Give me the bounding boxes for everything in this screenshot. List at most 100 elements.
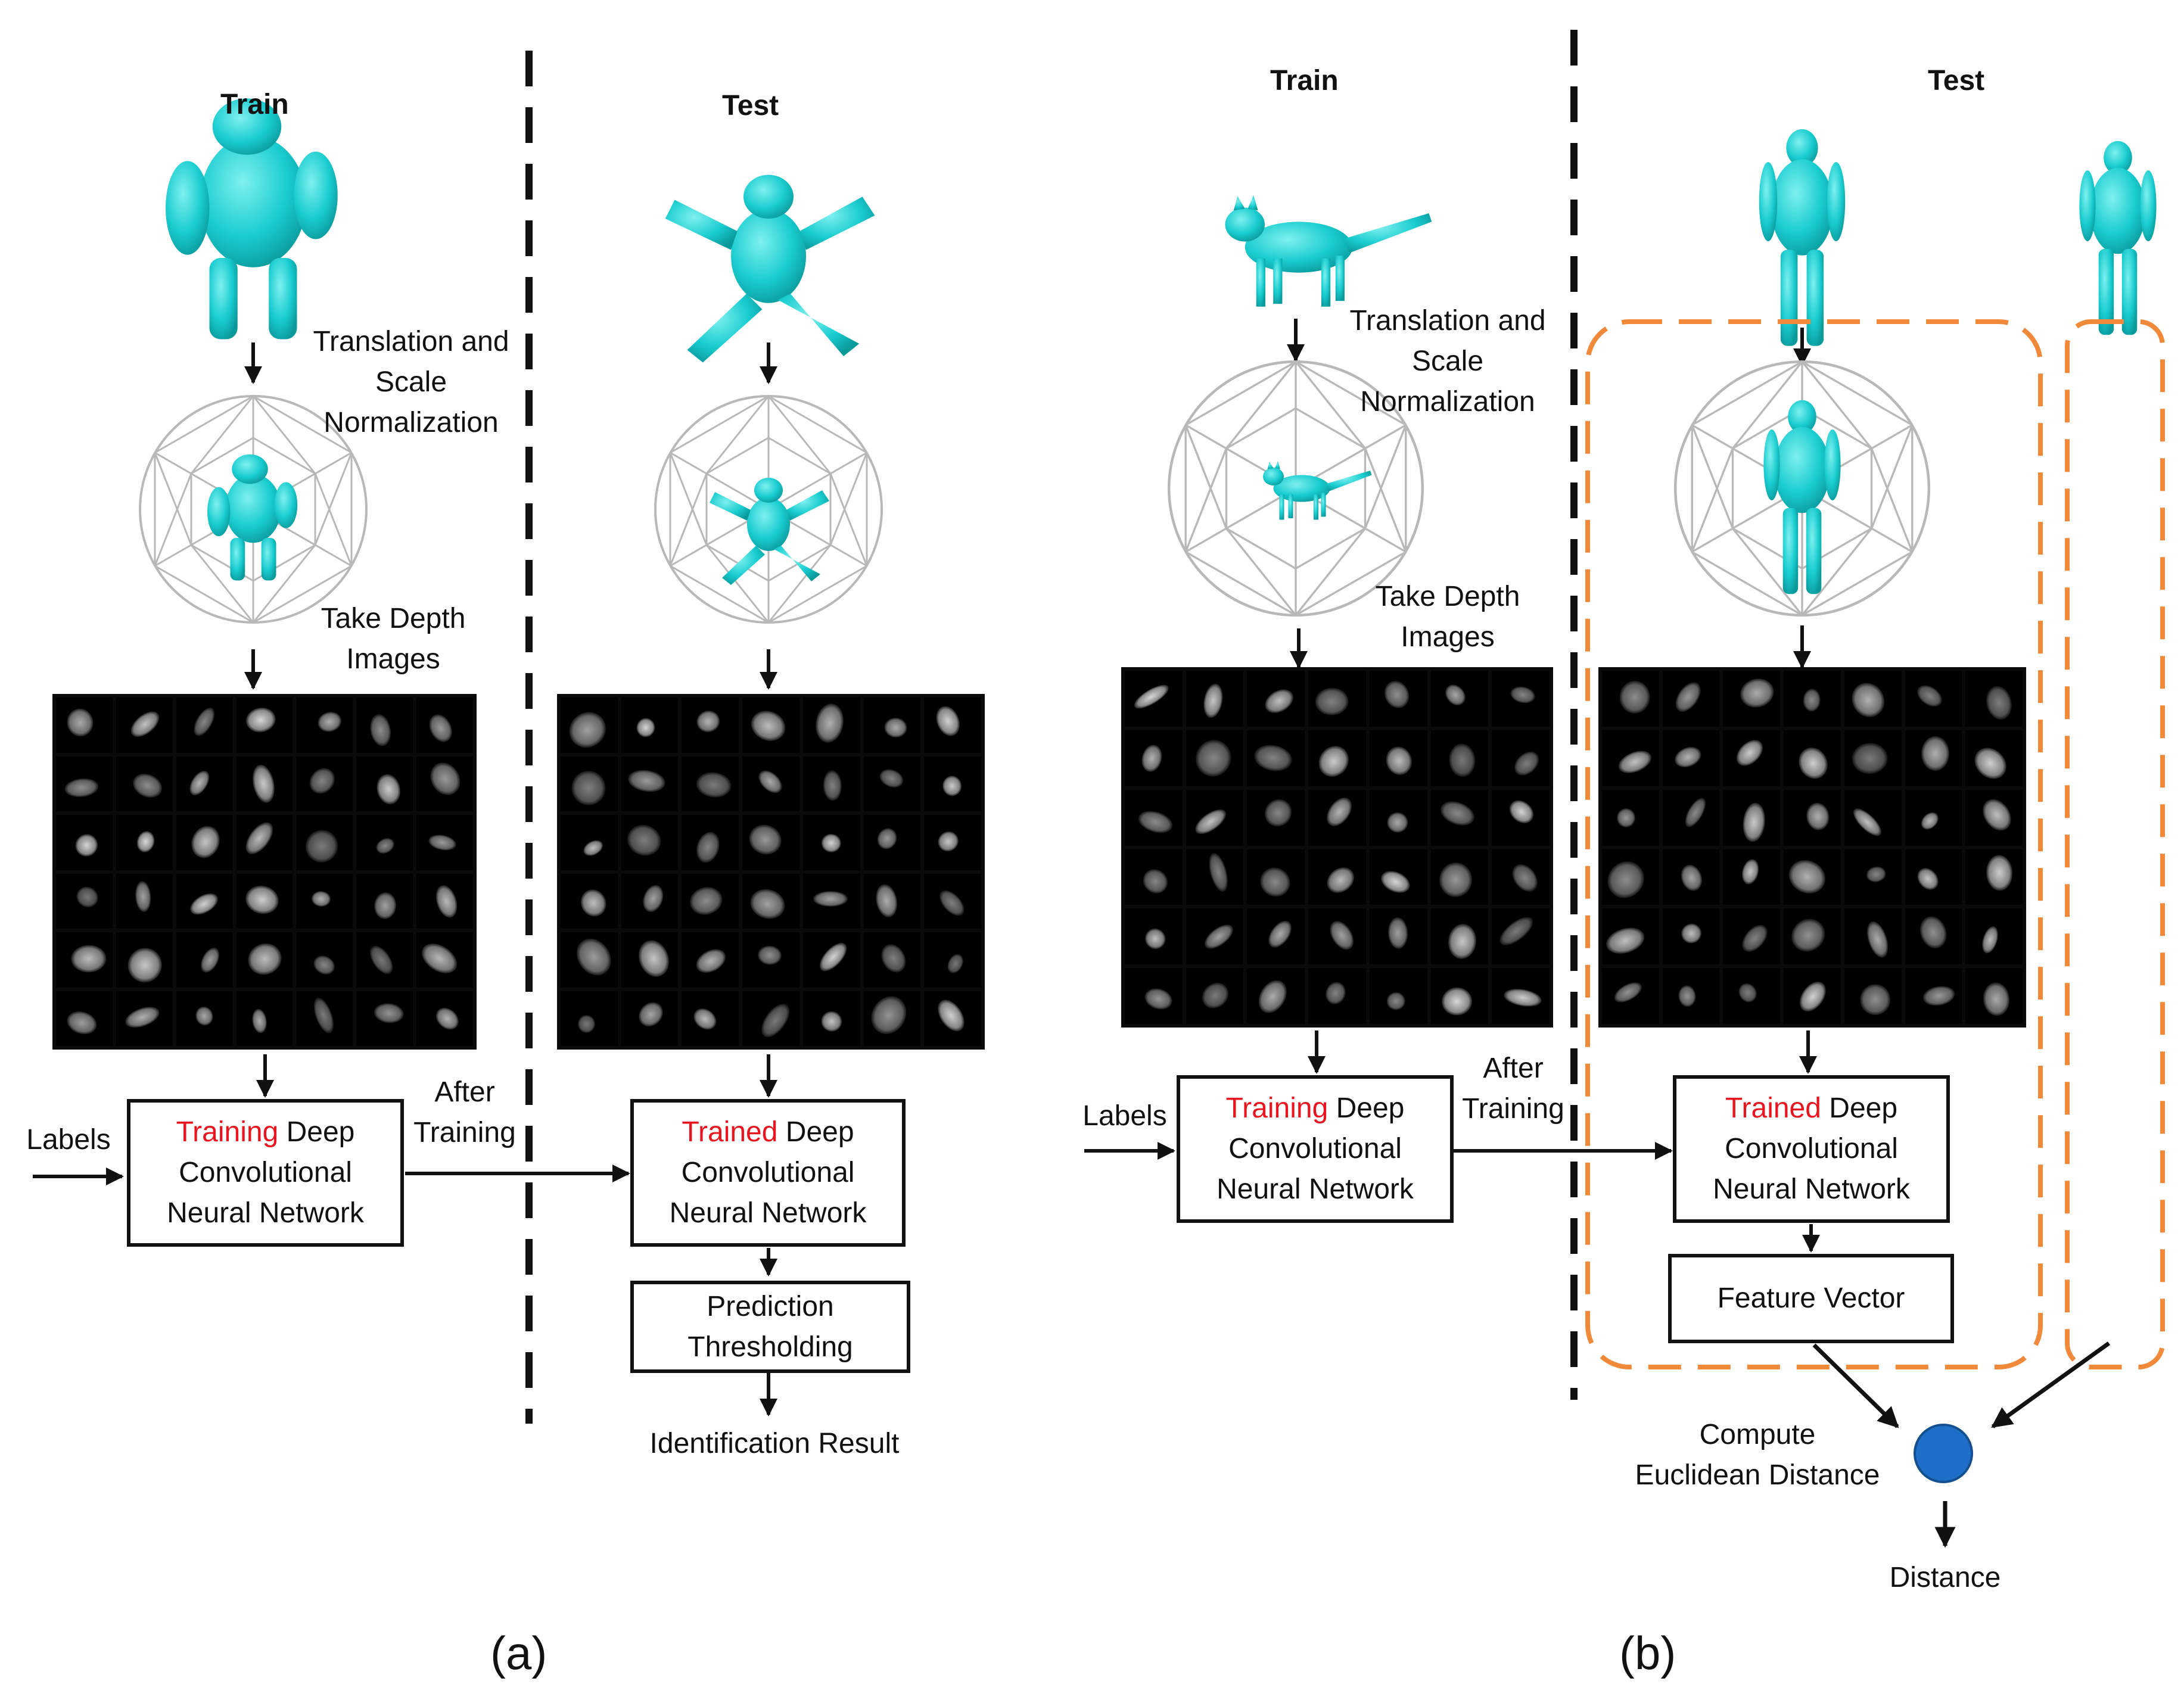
depth-image-cell bbox=[1844, 849, 1902, 905]
depth-image-cell bbox=[682, 873, 739, 929]
depth-image-cell bbox=[1247, 849, 1305, 905]
depth-image-cell bbox=[1602, 789, 1659, 846]
depth-image-cell bbox=[1662, 730, 1720, 786]
trained-highlight-b: Trained bbox=[1725, 1092, 1821, 1124]
depth-image-cell bbox=[1186, 789, 1244, 846]
depth-image-cell bbox=[56, 756, 113, 811]
depth-image-cell bbox=[802, 815, 860, 870]
labels-text-b: Labels bbox=[1082, 1100, 1167, 1132]
depth-image-cell bbox=[742, 698, 799, 753]
depth-image-cell bbox=[1247, 908, 1305, 965]
depth-image-cell bbox=[1965, 849, 2023, 905]
depth-image-cell bbox=[236, 698, 293, 753]
depth-image-cell bbox=[1247, 730, 1305, 786]
depth-image-cell bbox=[1492, 671, 1550, 727]
depth-image-cell bbox=[1965, 789, 2023, 846]
depth-image-cell bbox=[1784, 671, 1841, 727]
depth-image-cell bbox=[1308, 671, 1366, 727]
depth-image-grid-b-train bbox=[1121, 667, 1553, 1028]
depth-image-cell bbox=[296, 932, 353, 988]
training-cnn-box-a: Training Deep Convolutional Neural Netwo… bbox=[127, 1099, 404, 1247]
depth-image-cell bbox=[1186, 730, 1244, 786]
depth-image-cell bbox=[1308, 849, 1366, 905]
depth-image-cell bbox=[1308, 968, 1366, 1024]
depth-image-grid-a-test bbox=[557, 694, 985, 1050]
depth-image-cell bbox=[1662, 789, 1720, 846]
depth-image-cell bbox=[1784, 730, 1841, 786]
depth-image-cell bbox=[802, 991, 860, 1046]
depth-image-cell bbox=[1905, 730, 1962, 786]
depth-label-b: Take Depth Images bbox=[1375, 581, 1520, 653]
depth-image-grid-b-test bbox=[1598, 667, 2026, 1028]
trained-box-text-b: Deep Convolutional Neural Network bbox=[1713, 1092, 1910, 1205]
depth-image-cell bbox=[1125, 789, 1183, 846]
query-branch-region bbox=[2065, 319, 2165, 1369]
training-box-text-a: Deep Convolutional Neural Network bbox=[167, 1116, 364, 1229]
depth-image-cell bbox=[561, 815, 618, 870]
depth-image-cell bbox=[416, 991, 473, 1046]
depth-image-cell bbox=[116, 873, 173, 929]
depth-image-cell bbox=[1844, 789, 1902, 846]
depth-image-cell bbox=[621, 991, 679, 1046]
depth-image-cell bbox=[561, 756, 618, 811]
depth-image-cell bbox=[176, 815, 233, 870]
depth-image-cell bbox=[1662, 849, 1720, 905]
depth-image-cell bbox=[1965, 730, 2023, 786]
depth-image-cell bbox=[176, 932, 233, 988]
depth-image-cell bbox=[56, 873, 113, 929]
depth-image-cell bbox=[561, 873, 618, 929]
depth-image-cell bbox=[1308, 789, 1366, 846]
prediction-thresholding-box: Prediction Thresholding bbox=[630, 1281, 910, 1373]
depth-image-cell bbox=[863, 873, 921, 929]
depth-image-cell bbox=[1430, 671, 1489, 727]
labels-text-a: Labels bbox=[26, 1124, 111, 1156]
depth-image-cell bbox=[116, 932, 173, 988]
depth-image-cell bbox=[1186, 968, 1244, 1024]
training-box-text-b: Deep Convolutional Neural Network bbox=[1217, 1092, 1414, 1205]
test-mesh-b-icon bbox=[1759, 129, 1846, 346]
depth-image-cell bbox=[1125, 849, 1183, 905]
depth-image-cell bbox=[1905, 908, 1962, 965]
depth-image-cell bbox=[1723, 968, 1781, 1024]
depth-image-cell bbox=[356, 815, 413, 870]
depth-image-cell bbox=[176, 873, 233, 929]
depth-image-cell bbox=[682, 932, 739, 988]
depth-image-cell bbox=[1723, 908, 1781, 965]
depth-image-cell bbox=[1308, 730, 1366, 786]
depth-image-cell bbox=[1186, 908, 1244, 965]
test-header-a: Test bbox=[722, 90, 779, 122]
depth-image-cell bbox=[682, 756, 739, 811]
query-mesh-b-icon bbox=[2079, 141, 2157, 335]
depth-image-cell bbox=[561, 991, 618, 1046]
depth-image-cell bbox=[561, 932, 618, 988]
depth-image-cell bbox=[1965, 908, 2023, 965]
depth-image-cell bbox=[1784, 968, 1841, 1024]
trained-box-text-a: Deep Convolutional Neural Network bbox=[669, 1116, 867, 1229]
depth-image-cell bbox=[1905, 671, 1962, 727]
depth-image-cell bbox=[56, 932, 113, 988]
depth-image-cell bbox=[1125, 730, 1183, 786]
depth-image-cell bbox=[1723, 849, 1781, 905]
depth-image-cell bbox=[116, 698, 173, 753]
depth-image-cell bbox=[924, 815, 981, 870]
depth-image-cell bbox=[176, 756, 233, 811]
depth-image-cell bbox=[1430, 968, 1489, 1024]
depth-image-cell bbox=[236, 756, 293, 811]
depth-image-cell bbox=[742, 873, 799, 929]
depth-image-cell bbox=[116, 756, 173, 811]
depth-image-cell bbox=[296, 698, 353, 753]
depth-image-cell bbox=[1308, 908, 1366, 965]
distance-label: Distance bbox=[1889, 1562, 2001, 1593]
depth-image-cell bbox=[1723, 789, 1781, 846]
trained-highlight-a: Trained bbox=[682, 1116, 778, 1148]
normalization-label-a: Translation and Scale Normalization bbox=[313, 326, 509, 438]
depth-image-cell bbox=[1784, 908, 1841, 965]
depth-image-cell bbox=[416, 698, 473, 753]
train-header-b: Train bbox=[1270, 65, 1339, 96]
depth-image-cell bbox=[621, 698, 679, 753]
depth-image-cell bbox=[1602, 849, 1659, 905]
depth-image-cell bbox=[236, 932, 293, 988]
depth-image-cell bbox=[802, 932, 860, 988]
depth-image-cell bbox=[1602, 671, 1659, 727]
